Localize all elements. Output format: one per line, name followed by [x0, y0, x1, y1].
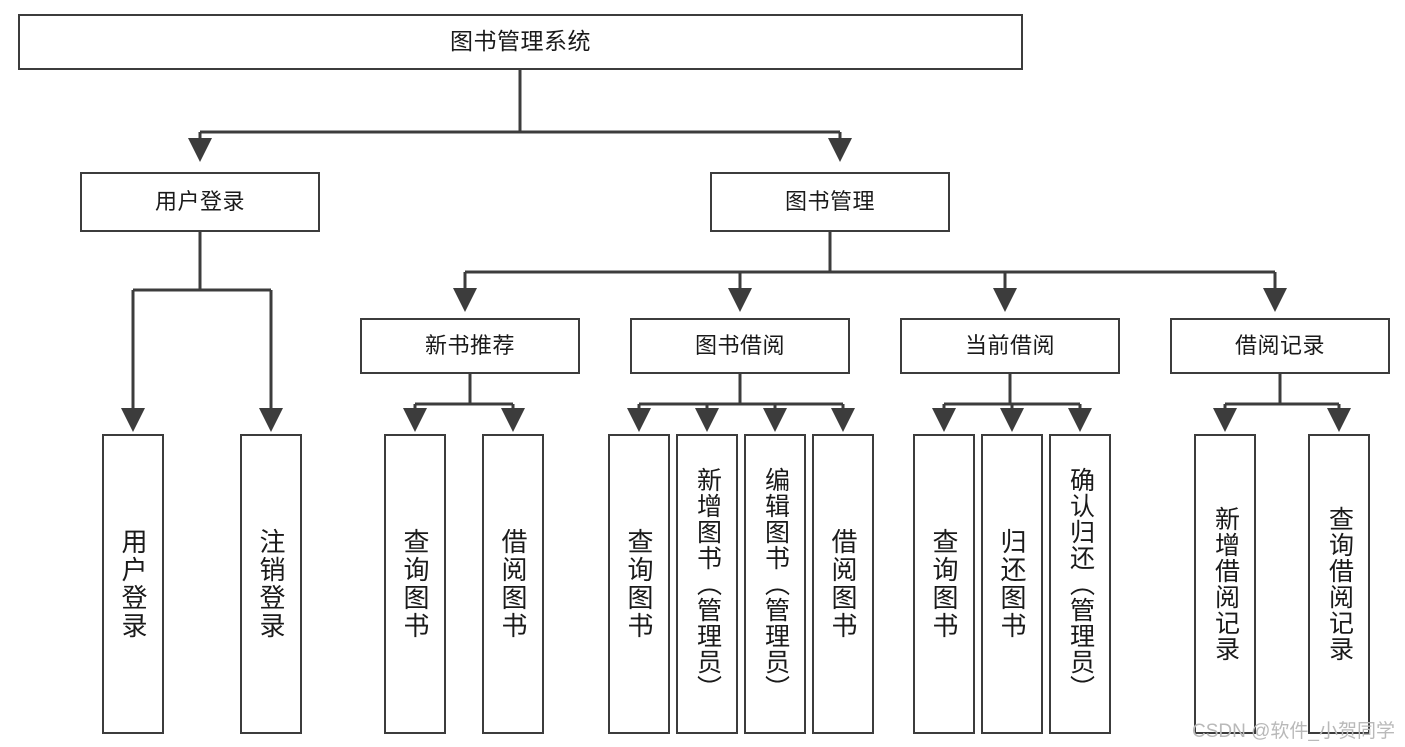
leaf-book-borrow-add[interactable]: 新增图书（管理员） — [676, 434, 738, 734]
node-label: 编辑图书（管理员） — [761, 467, 790, 701]
leaf-user-login-signout[interactable]: 注销登录 — [240, 434, 302, 734]
leaf-user-login-signin[interactable]: 用户登录 — [102, 434, 164, 734]
node-user-login[interactable]: 用户登录 — [80, 172, 320, 232]
leaf-new-book-query[interactable]: 查询图书 — [384, 434, 446, 734]
node-label: 借阅记录 — [1234, 333, 1325, 359]
node-current-borrow[interactable]: 当前借阅 — [900, 318, 1120, 374]
node-label: 新书推荐 — [424, 333, 515, 359]
leaf-current-borrow-confirm[interactable]: 确认归还（管理员） — [1049, 434, 1111, 734]
node-book-management[interactable]: 图书管理 — [710, 172, 950, 232]
watermark-text: CSDN @软件_小贺同学 — [1192, 721, 1395, 742]
node-label: 借阅图书 — [498, 528, 528, 640]
node-label: 查询借阅记录 — [1325, 506, 1354, 662]
node-label: 当前借阅 — [964, 333, 1055, 359]
node-new-book-recommend[interactable]: 新书推荐 — [360, 318, 580, 374]
node-label: 用户登录 — [118, 528, 148, 640]
leaf-current-borrow-return[interactable]: 归还图书 — [981, 434, 1043, 734]
node-label: 归还图书 — [997, 528, 1027, 640]
node-label: 借阅图书 — [828, 528, 858, 640]
node-label: 图书管理系统 — [450, 28, 591, 55]
leaf-new-book-borrow[interactable]: 借阅图书 — [482, 434, 544, 734]
node-label: 确认归还（管理员） — [1066, 467, 1095, 701]
node-label: 新增借阅记录 — [1211, 506, 1240, 662]
leaf-borrow-record-query[interactable]: 查询借阅记录 — [1308, 434, 1370, 734]
node-label: 用户登录 — [154, 189, 245, 215]
node-label: 查询图书 — [624, 528, 654, 640]
leaf-book-borrow-lend[interactable]: 借阅图书 — [812, 434, 874, 734]
node-root-system[interactable]: 图书管理系统 — [18, 14, 1023, 70]
node-label: 图书借阅 — [694, 333, 785, 359]
node-borrow-record[interactable]: 借阅记录 — [1170, 318, 1390, 374]
node-label: 新增图书（管理员） — [693, 467, 722, 701]
leaf-borrow-record-add[interactable]: 新增借阅记录 — [1194, 434, 1256, 734]
node-label: 查询图书 — [400, 528, 430, 640]
node-book-borrow[interactable]: 图书借阅 — [630, 318, 850, 374]
node-label: 图书管理 — [784, 189, 875, 215]
leaf-current-borrow-query[interactable]: 查询图书 — [913, 434, 975, 734]
node-label: 查询图书 — [929, 528, 959, 640]
leaf-book-borrow-edit[interactable]: 编辑图书（管理员） — [744, 434, 806, 734]
node-label: 注销登录 — [256, 528, 286, 640]
leaf-book-borrow-query[interactable]: 查询图书 — [608, 434, 670, 734]
